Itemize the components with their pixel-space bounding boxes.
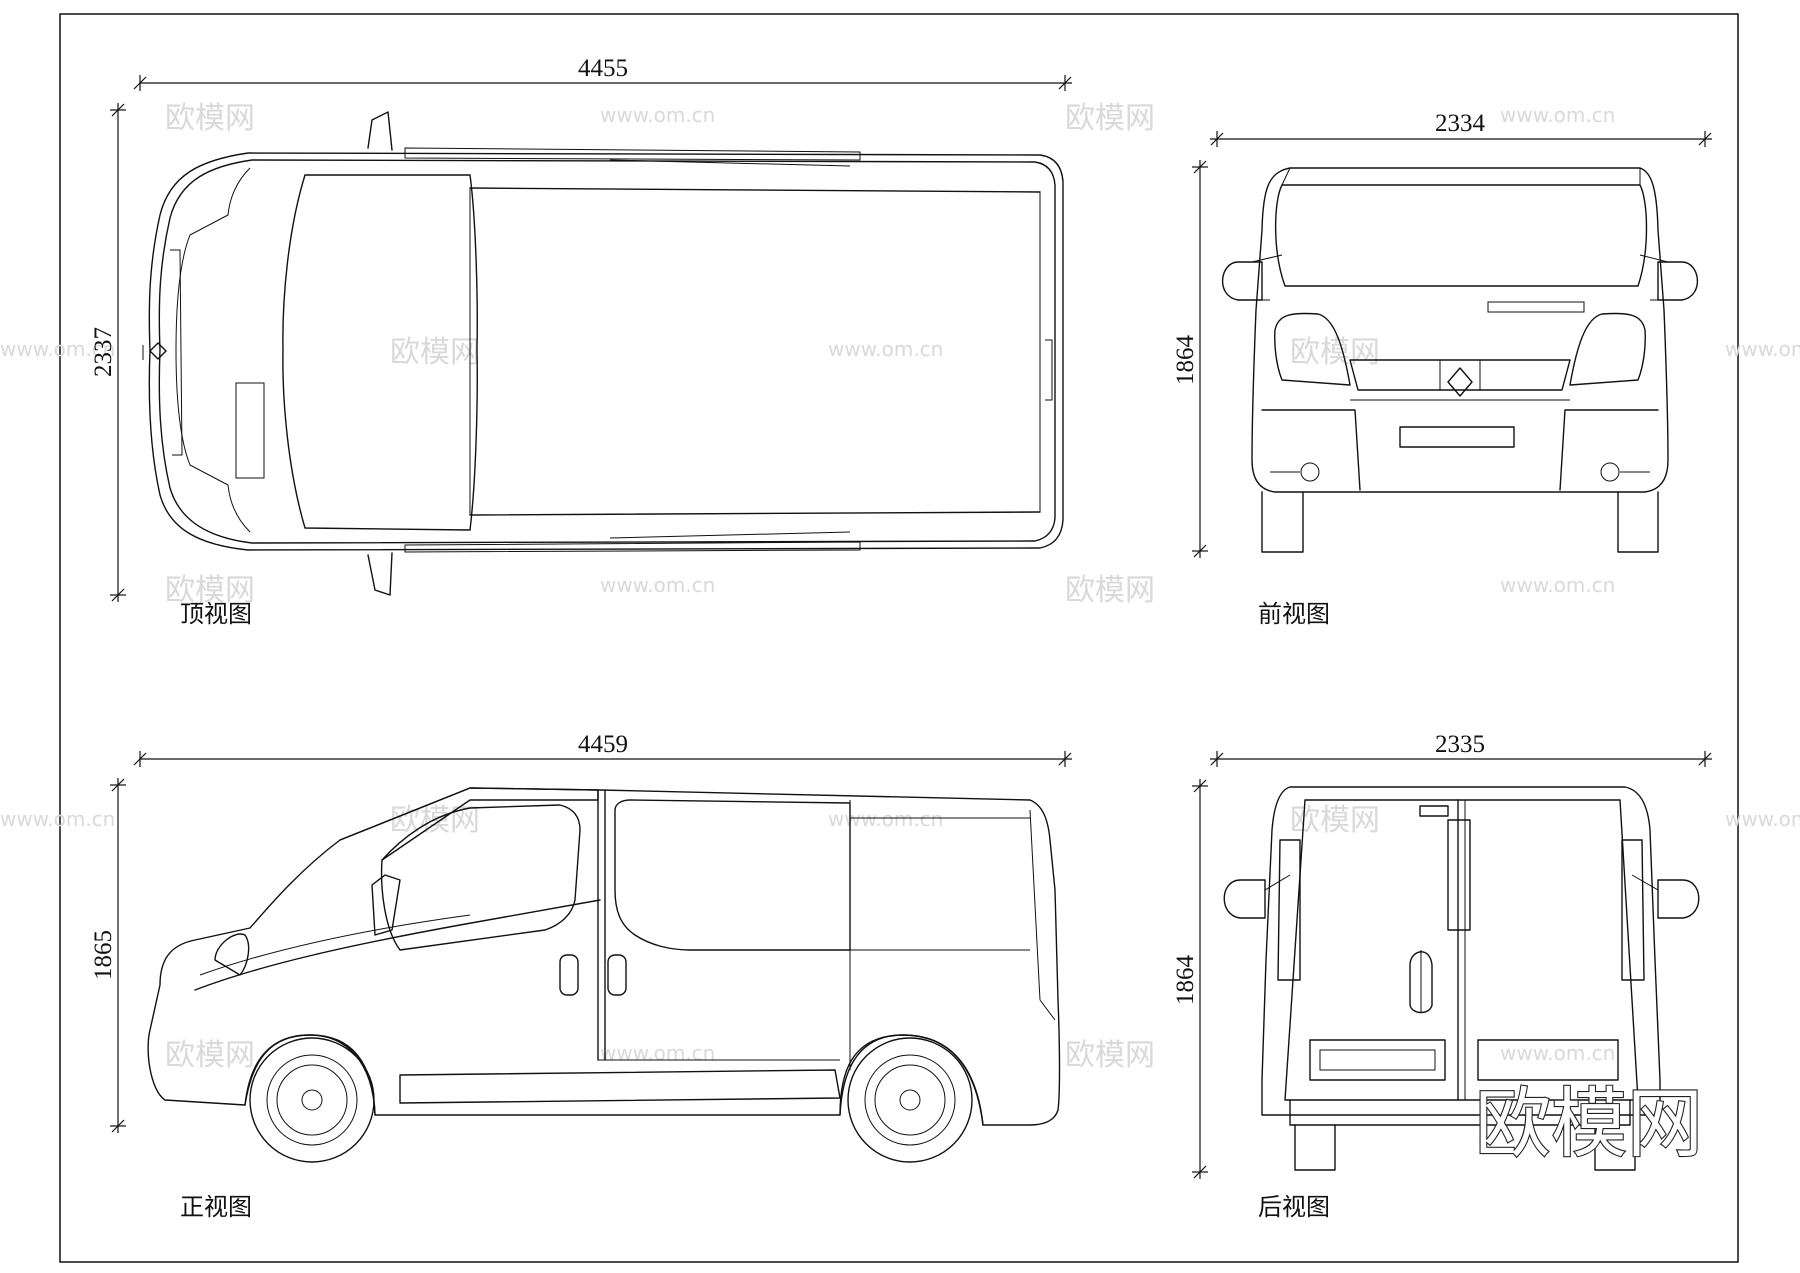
side-length-label: 4459 (578, 731, 628, 758)
watermark-brand: 欧模网 (165, 573, 255, 608)
front-van-body (1221, 167, 1699, 553)
watermark-site: www.om.cn (600, 573, 715, 597)
side-view: 4459 1865 (90, 731, 1072, 1221)
watermark-brand: 欧模网 (165, 101, 255, 136)
watermark-site: www.om.cn (600, 1041, 715, 1065)
front-width-label: 2334 (1435, 110, 1486, 137)
watermark-layer: 欧模网 欧模网 欧模网 欧模网 欧模网 欧模网 欧模网 欧模网 欧模网 欧模网 … (0, 101, 1800, 1073)
side-height-label: 1865 (90, 930, 117, 980)
top-length-dimension: 4455 (133, 55, 1072, 91)
watermark-site: www.om.cn (1500, 573, 1615, 597)
side-length-dimension: 4459 (133, 731, 1072, 767)
sheet-border (59, 13, 1739, 1263)
watermark-site: www.om.cn (0, 337, 115, 361)
front-height-label: 1864 (1172, 335, 1199, 386)
watermark-site: www.om.cn (1725, 337, 1800, 361)
front-view: 2334 1864 (1172, 110, 1712, 628)
watermark-site: www.om.cn (1500, 103, 1615, 127)
rear-width-label: 2335 (1435, 731, 1485, 758)
side-van-body (147, 787, 1061, 1163)
watermark-site: www.om.cn (828, 337, 943, 361)
watermark-brand: 欧模网 (1065, 101, 1155, 136)
watermark-brand: 欧模网 (1290, 335, 1380, 370)
top-van-body (142, 111, 1064, 596)
front-width-dimension: 2334 (1210, 110, 1712, 147)
rear-height-dimension: 1864 (1172, 779, 1208, 1179)
watermark-brand: 欧模网 (1065, 1038, 1155, 1073)
top-view: 4455 2337 (90, 55, 1072, 628)
side-view-caption: 正视图 (180, 1193, 252, 1221)
front-height-dimension: 1864 (1172, 160, 1208, 558)
watermark-logo: 欧模网 (1475, 1079, 1703, 1168)
watermark-site: www.om.cn (1725, 807, 1800, 831)
rear-view: 2335 1864 (1172, 731, 1712, 1221)
rear-van-body (1223, 786, 1700, 1171)
top-view-caption: 顶视图 (180, 600, 252, 628)
front-view-caption: 前视图 (1258, 600, 1330, 628)
top-width-label: 2337 (90, 327, 117, 377)
front-wheel (249, 1037, 375, 1163)
rear-view-caption: 后视图 (1258, 1193, 1330, 1221)
watermark-site: www.om.cn (0, 807, 115, 831)
rear-width-dimension: 2335 (1210, 731, 1712, 767)
side-height-dimension: 1865 (90, 778, 126, 1133)
watermark-brand: 欧模网 (165, 1038, 255, 1073)
watermark-site: www.om.cn (1500, 1041, 1615, 1065)
top-width-dimension: 2337 (90, 103, 126, 602)
watermark-site: www.om.cn (600, 103, 715, 127)
rear-wheel (847, 1037, 973, 1163)
rear-height-label: 1864 (1172, 955, 1199, 1006)
watermark-site: www.om.cn (828, 807, 943, 831)
top-length-label: 4455 (578, 55, 628, 82)
watermark-brand: 欧模网 (390, 335, 480, 370)
watermark-brand: 欧模网 (1065, 573, 1155, 608)
